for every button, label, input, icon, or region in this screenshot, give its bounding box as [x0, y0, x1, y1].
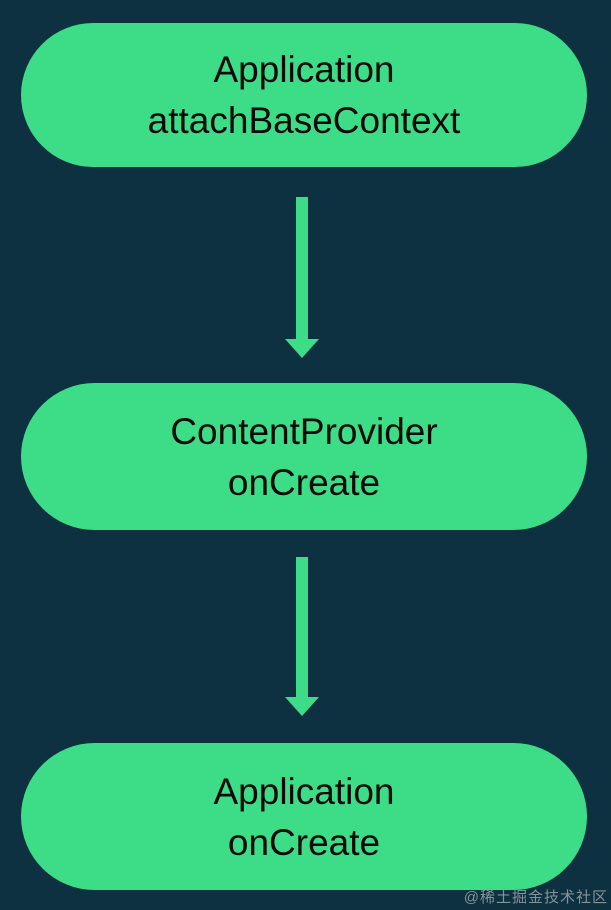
down-arrow-icon — [285, 557, 319, 716]
flow-node-application-attachbasecontext: Application attachBaseContext — [21, 23, 587, 167]
arrow-shaft — [296, 557, 308, 697]
arrow-head — [285, 697, 319, 716]
flow-node-contentprovider-oncreate: ContentProvider onCreate — [21, 383, 587, 530]
flow-node-application-oncreate: Application onCreate — [21, 743, 587, 890]
down-arrow-icon — [285, 197, 319, 358]
arrow-head — [285, 339, 319, 358]
arrow-shaft — [296, 197, 308, 339]
node-label-line1: Application — [213, 49, 395, 90]
node-label-line2: onCreate — [227, 821, 381, 863]
node-label-line2: attachBaseContext — [147, 100, 461, 141]
node-label-line1: Application — [213, 770, 395, 812]
node-label-line2: onCreate — [227, 461, 381, 503]
watermark: @稀土掘金技术社区 — [463, 889, 608, 906]
node-label-line1: ContentProvider — [170, 410, 438, 452]
